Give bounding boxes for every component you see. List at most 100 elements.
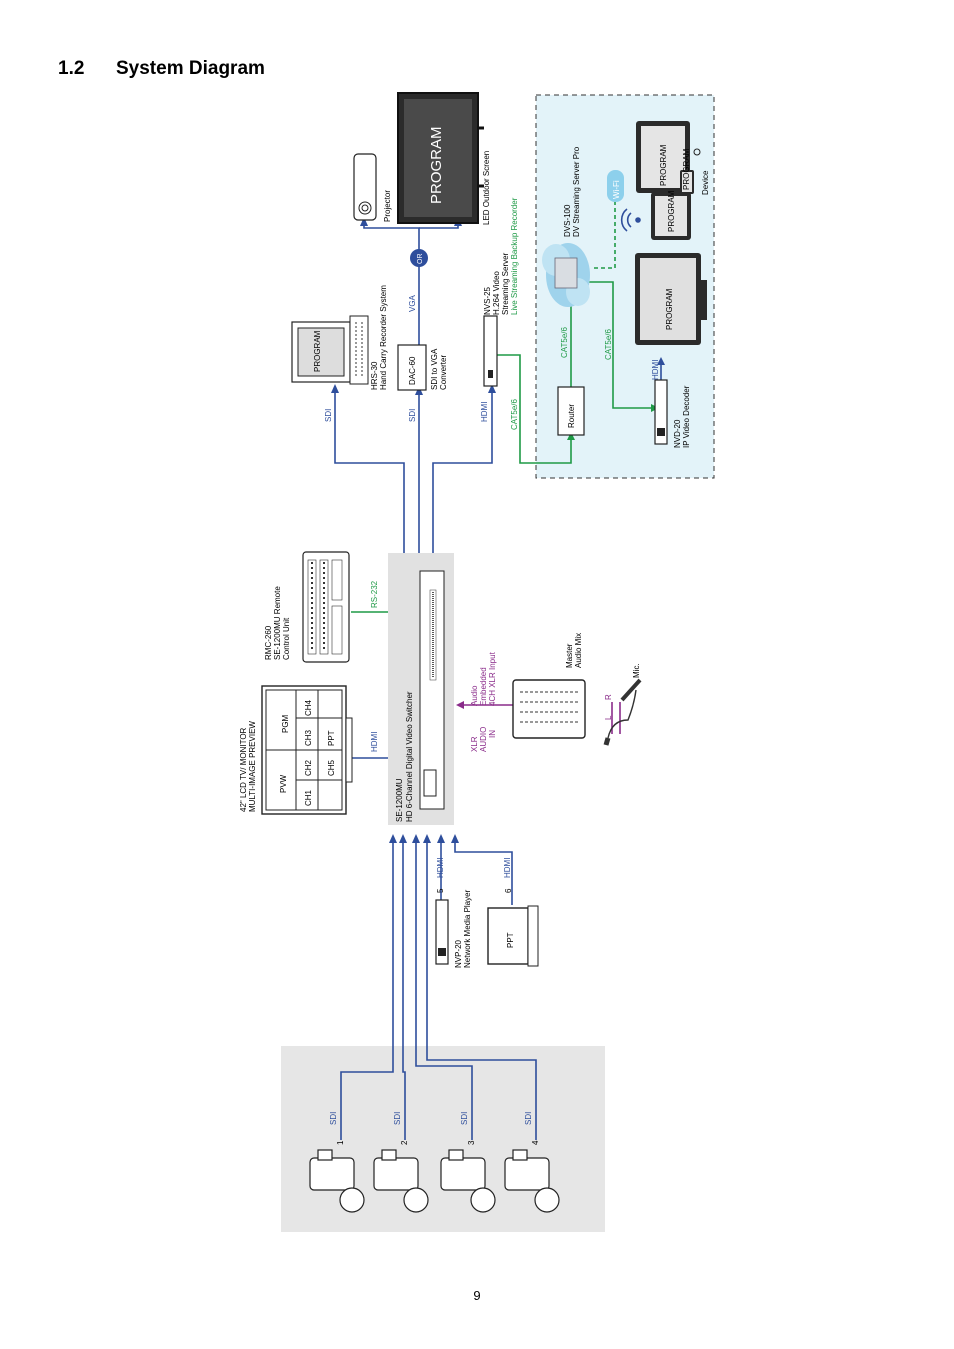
input-6-number: 6 — [504, 888, 513, 893]
sdi-label-dac: SDI — [408, 409, 417, 422]
arrow-nvs — [488, 384, 496, 393]
wifi-badge — [607, 170, 624, 202]
nvd-screen: PROGRAM — [665, 288, 674, 330]
arrow-switcher-in — [451, 834, 459, 843]
arrow-router — [567, 432, 575, 440]
camera-2 — [373, 1149, 429, 1213]
cat-label-router: CAT5e/6 — [560, 326, 569, 358]
monitor-cell-ch2: CH2 — [304, 759, 313, 776]
camera-4 — [504, 1149, 560, 1213]
rs232-label: RS-232 — [370, 580, 379, 608]
nvs-label-1: NVS-25 — [483, 286, 492, 315]
router: Router — [557, 386, 585, 436]
sdi-line-cam3 — [415, 840, 473, 1140]
arrow-switcher-in — [389, 834, 397, 843]
monitor-cell-ch4: CH4 — [304, 699, 313, 716]
mixer-label-1: Master — [565, 643, 574, 668]
camera-1 — [309, 1149, 365, 1213]
streaming-server-nvs: NVS-25 H.264 Video Streaming Server Live… — [483, 197, 519, 387]
audio-in-label-3: IN — [488, 730, 497, 738]
camera-1-number: 1 — [336, 1140, 345, 1145]
arrow-nvd-hdmi — [657, 357, 665, 365]
monitor-cell-pgm: PGM — [281, 714, 290, 733]
dac-label-2: Converter — [439, 355, 448, 390]
hrs-label-2: Hand Carry Recorder System — [379, 285, 388, 390]
ppt-screen: PPT — [506, 932, 515, 948]
cameras — [309, 1149, 560, 1213]
hdmi-label-monitor: HDMI — [370, 732, 379, 752]
hdmi-label-nvd: HDMI — [651, 360, 660, 380]
nvp-label-1: NVP-20 — [454, 939, 463, 968]
page-number: 9 — [473, 1288, 481, 1303]
video-switcher: SE-1200MU HD 6-Channel Digital Video Swi… — [388, 553, 454, 825]
remote-control-unit: RMC-260 SE-1200MU Remote Control Unit — [264, 551, 350, 663]
arrow-switcher-in — [412, 834, 420, 843]
arrow-switcher-in — [423, 834, 431, 843]
audio-emb-label-2: Embedded — [479, 667, 488, 706]
switcher-model: SE-1200MU — [395, 778, 404, 822]
projector-label: Projector — [383, 190, 392, 222]
arrow-switcher-in — [437, 834, 445, 843]
mobile-devices: PROGRAM PROGRAM PROGRAM Device — [636, 121, 710, 240]
monitor-cell-pvw: PVW — [279, 774, 288, 793]
mic-label: Mic. — [632, 663, 641, 678]
rmc-label-3: Control Unit — [282, 617, 291, 660]
dvs-label-1: DVS-100 — [563, 204, 572, 237]
arrow-hrs — [331, 384, 339, 393]
nvs-label-2: H.264 Video — [492, 271, 501, 315]
audio-mixer: Master Audio Mix — [512, 633, 586, 739]
ip-video-decoder: PROGRAM NVD-20 IP Video Decoder — [635, 253, 707, 448]
hdmi-label-nvs: HDMI — [480, 402, 489, 422]
sdi-line-hrs — [334, 390, 405, 553]
monitor-cell-ppt: PPT — [327, 730, 336, 746]
network-media-player: NVP-20 Network Media Player — [435, 889, 472, 968]
camera-4-number: 4 — [531, 1140, 540, 1145]
dvs-label-2: DV Streaming Server Pro — [572, 146, 581, 237]
dac-model: DAC-60 — [408, 356, 417, 385]
device-screen-3: PROGRAM — [682, 148, 691, 190]
wifi-line — [594, 202, 616, 269]
monitor-label-1: 42" LCD TV/ MONITOR — [239, 727, 248, 812]
cat-label-nvd: CAT5e/6 — [604, 328, 613, 360]
wifi-icon — [620, 208, 641, 232]
sdi-label-cam3: SDI — [460, 1112, 469, 1125]
sdi-line-cam1 — [340, 840, 394, 1140]
monitor-label-2: MULTI-IMAGE PREVIEW — [248, 721, 257, 812]
hrs-screen: PROGRAM — [313, 330, 322, 372]
audio-in-label-1: XLR — [470, 736, 479, 752]
arrow-audio-in — [456, 701, 464, 709]
monitor-cell-ch3: CH3 — [304, 729, 313, 746]
led-screen-text: PROGRAM — [428, 126, 445, 204]
camera-3-number: 3 — [467, 1140, 476, 1145]
dvs-cloud: DVS-100 DV Streaming Server Pro — [542, 146, 590, 307]
sdi-line-cam4 — [426, 840, 537, 1140]
nvs-label-4: Live Streaming Backup Recorder — [510, 197, 519, 315]
audio-in-label-2: AUDIO — [479, 727, 488, 752]
nvs-label-3: Streaming Server — [501, 252, 510, 315]
multi-image-monitor: PVW PGM CH1 CH2 CH3 CH4 CH5 PPT 42" LCD … — [239, 685, 353, 815]
sdi-label-cam4: SDI — [524, 1112, 533, 1125]
camera-3 — [440, 1149, 496, 1213]
monitor-cell-ch1: CH1 — [304, 789, 313, 806]
arrow-projector — [360, 217, 368, 226]
or-badge — [410, 249, 428, 267]
cat-line-nvd — [587, 281, 655, 409]
ppt-laptop: PPT — [487, 905, 539, 967]
device-label: Device — [701, 170, 710, 195]
mixer-label-2: Audio Mix — [574, 633, 583, 668]
hdmi-label-nvp: HDMI — [436, 858, 445, 878]
device-screen-2: PROGRAM — [667, 190, 676, 232]
section-number: 1.2 — [58, 58, 85, 79]
or-badge-text: OR — [417, 254, 424, 265]
rmc-label-2: SE-1200MU Remote — [273, 586, 282, 660]
router-label: Router — [567, 404, 576, 428]
sdi-label-cam2: SDI — [393, 1112, 402, 1125]
led-label: LED Outdoor Screen — [482, 151, 491, 225]
sdi-label-hrs: SDI — [324, 409, 333, 422]
wifi-badge-text: Wi-Fi — [612, 180, 621, 199]
rmc-label-1: RMC-260 — [264, 625, 273, 660]
dac-label-1: SDI to VGA — [430, 348, 439, 390]
device-screen-1: PROGRAM — [659, 144, 668, 186]
hdmi-line-ppt — [454, 840, 513, 905]
